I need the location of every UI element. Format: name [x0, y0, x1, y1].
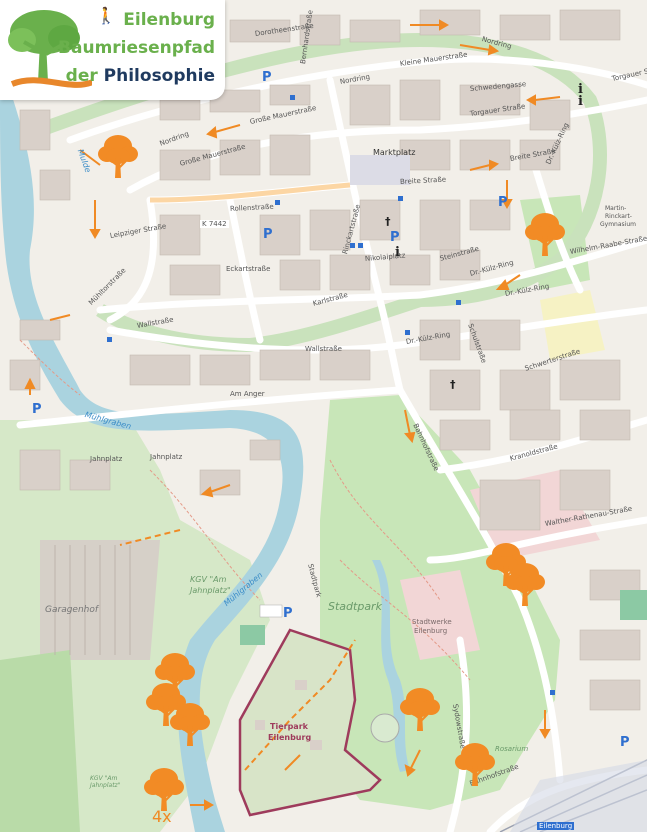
street-label: Wallstraße	[305, 345, 342, 353]
tierpark-area	[238, 628, 382, 817]
bus-stop-icon	[290, 95, 295, 100]
place-garagenhof: Garagenhof	[45, 605, 99, 615]
orange-tree-icon[interactable]	[146, 680, 186, 728]
place-gymnasium: Martin-	[605, 205, 627, 212]
logo-title-philosophie: Philosophie	[103, 66, 215, 86]
place-kgv-small: Jahnplatz"	[90, 782, 121, 789]
park-stream	[372, 560, 410, 772]
logo-title-line3: der Philosophie	[66, 66, 215, 86]
school-yard	[540, 290, 605, 360]
orange-tree-icon[interactable]	[155, 650, 195, 698]
orange-tree-icon[interactable]	[486, 540, 526, 588]
info-icon: i	[578, 82, 583, 97]
orange-tree-icon[interactable]	[505, 560, 545, 608]
road-dr-kulz	[96, 236, 647, 314]
place-station: Eilenburg	[537, 822, 575, 830]
station-area	[510, 760, 647, 832]
orange-tree-icon[interactable]	[455, 740, 495, 788]
street-label: Jahnplatz	[90, 455, 123, 463]
orange-tree-icon[interactable]	[525, 210, 565, 258]
place-rosarium: Rosarium	[495, 745, 529, 753]
parking-icon: P	[32, 402, 42, 417]
road-muhltor	[106, 196, 158, 324]
road-wallstrasse	[106, 306, 647, 354]
marktplatz-square	[350, 155, 410, 185]
parking-lot	[259, 604, 283, 618]
bus-stop-icon	[405, 330, 410, 335]
tierpark-trail	[244, 639, 356, 771]
place-kgv: KGV "Am	[190, 575, 227, 584]
tierpark-building	[310, 740, 322, 750]
parking-icon: P	[283, 606, 293, 621]
logo-title-line2: Baumriesenpfad	[58, 38, 215, 58]
bus-stop-icon	[550, 690, 555, 695]
street-label: Eckartstraße	[226, 265, 271, 273]
place-tierpark-eilenburg: Eilenburg	[268, 733, 312, 742]
park-fountain	[370, 713, 400, 743]
tierpark-building	[255, 720, 265, 730]
place-stadtwerke: Eilenburg	[414, 627, 448, 635]
church-icon: †	[450, 378, 456, 391]
parking-icon: P	[263, 227, 273, 242]
bus-stop-icon	[456, 300, 461, 305]
sports-field-east	[620, 590, 647, 620]
place-marktplatz: Marktplatz	[373, 148, 416, 157]
logo-tree-icon	[8, 10, 92, 88]
parking-icon: P	[498, 195, 508, 210]
bus-stop-icon	[398, 196, 403, 201]
west-green	[0, 650, 80, 832]
info-icon: i	[578, 94, 583, 109]
road-bahnhofstrasse	[396, 386, 564, 784]
promenade-ring	[37, 32, 607, 353]
kgv-trail	[119, 529, 181, 546]
place-stadtpark: Stadtpark	[328, 600, 382, 613]
place-kgv: Jahnplatz"	[190, 586, 231, 595]
orange-tree-icon[interactable]	[144, 765, 184, 813]
place-stadtwerke: Stadtwerke	[412, 618, 452, 626]
parking-icon: P	[390, 230, 400, 245]
place-tierpark: Tierpark	[270, 722, 308, 731]
tierpark-building	[295, 680, 307, 690]
footpaths	[19, 339, 471, 681]
orange-tree-icon[interactable]	[400, 685, 440, 733]
parking-icon: P	[262, 70, 272, 85]
trail-logo: 🚶 Eilenburg Baumriesenpfad der Philosoph…	[0, 0, 225, 100]
orange-tree-icon[interactable]	[170, 700, 210, 748]
road-k7442	[149, 182, 351, 203]
road-bernhard	[326, 76, 404, 394]
street-label-k7442: K 7442	[200, 220, 229, 228]
logo-title-line1: Eilenburg	[123, 10, 215, 30]
place-kgv-small: KGV "Am	[90, 775, 118, 782]
garage-stripes	[54, 545, 131, 655]
road-rollen	[226, 196, 264, 344]
pedestrian-icon: 🚶	[96, 6, 116, 25]
buildings	[9, 9, 641, 711]
road-am-anger	[16, 386, 404, 429]
bus-stop-icon	[275, 200, 280, 205]
road-sydow	[446, 636, 471, 832]
bus-stop-icon	[358, 243, 363, 248]
street-label: Am Anger	[230, 390, 265, 398]
sports-field	[240, 625, 265, 645]
place-gymnasium: Rinckart-	[605, 213, 632, 220]
bus-stop-icon	[107, 337, 112, 342]
church-icon: †	[385, 215, 391, 228]
info-icon: i	[395, 245, 400, 260]
street-label: Jahnplatz	[150, 453, 183, 461]
bus-stop-icon	[350, 243, 355, 248]
parking-icon: P	[620, 735, 630, 750]
logo-title-der: der	[65, 66, 104, 86]
tree-count-label: 4x	[152, 807, 172, 826]
place-gymnasium: Gymnasium	[600, 221, 636, 228]
route-arrows	[24, 19, 561, 811]
orange-tree-icon[interactable]	[98, 132, 138, 180]
